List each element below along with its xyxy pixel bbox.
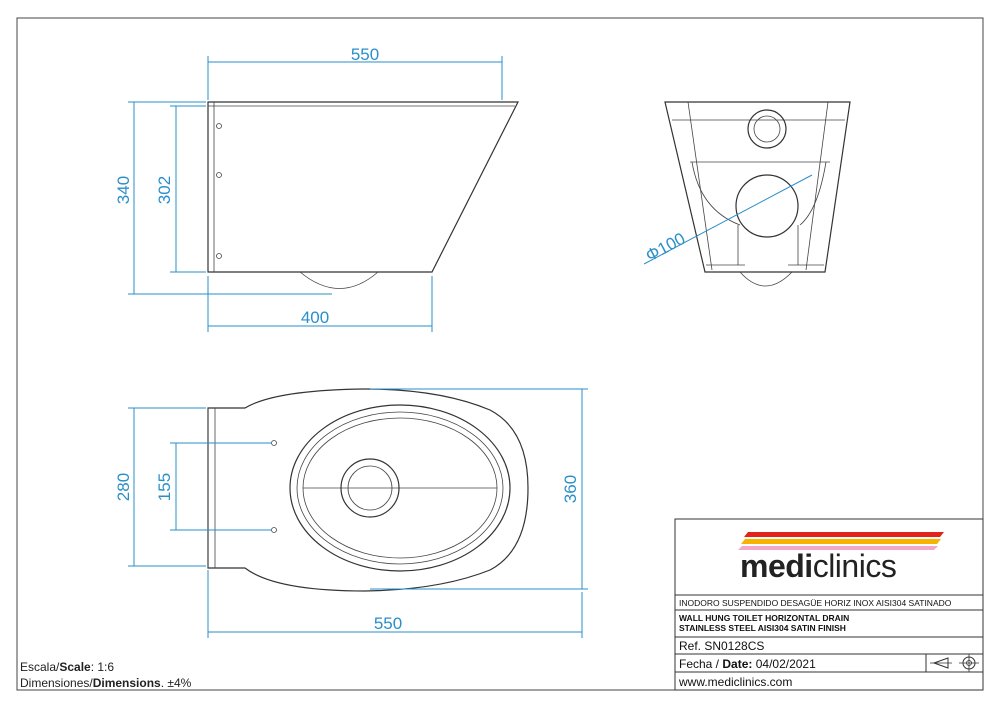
front-diameter-label: Φ100 (642, 229, 688, 265)
dimensions-label-en: Dimensions (92, 676, 161, 690)
side-view (128, 56, 519, 332)
dimensions-note: Dimensiones/Dimensions. ±4% (20, 676, 191, 690)
dimensions-label-es: Dimensiones/ (20, 676, 93, 690)
description-en-line1: WALL HUNG TOILET HORIZONTAL DRAIN (679, 613, 850, 623)
brand-logo-light: clinics (812, 548, 897, 584)
brand-logo: mediclinics (740, 548, 897, 585)
scale-label-es: Escala/ (20, 660, 60, 674)
scale-note: Escala/Scale: 1:6 (20, 660, 114, 674)
scale-value: : 1:6 (90, 660, 115, 674)
plan-view (128, 388, 588, 638)
title-block (674, 518, 984, 691)
logo-stripe-pink (738, 546, 938, 550)
description-en-line2: STAINLESS STEEL AISI304 SATIN FINISH (679, 623, 846, 633)
logo-stripe-red (744, 532, 944, 537)
side-height-inner-label: 302 (155, 176, 174, 204)
drawing-frame (16, 17, 984, 691)
website-link[interactable]: www.mediclinics.com (679, 675, 793, 689)
side-width-top-label: 550 (351, 45, 379, 64)
reference-number: Ref. SN0128CS (679, 639, 765, 653)
date-label-en: Date: (722, 657, 753, 671)
brand-logo-bold: medi (740, 548, 813, 584)
date-field: Fecha / Date: 04/02/2021 (679, 657, 816, 671)
description-es: INODORO SUSPENDIDO DESAGÜE HORIZ INOX AI… (679, 598, 952, 608)
side-height-outer-label: 340 (114, 176, 133, 204)
plan-width-inner-label: 155 (155, 473, 174, 501)
plan-height-right-label: 360 (561, 475, 580, 503)
logo-stripe-yellow (741, 539, 941, 544)
front-view (643, 101, 851, 287)
side-width-bottom-label: 400 (301, 308, 329, 327)
projection-symbol-icon (930, 654, 979, 672)
date-value: 04/02/2021 (755, 657, 816, 671)
plan-length-label: 550 (374, 614, 402, 633)
dimensions-value: . ±4% (160, 676, 192, 690)
scale-label-en: Scale (59, 660, 91, 674)
date-label-es: Fecha / (679, 657, 723, 671)
plan-width-outer-label: 280 (114, 473, 133, 501)
